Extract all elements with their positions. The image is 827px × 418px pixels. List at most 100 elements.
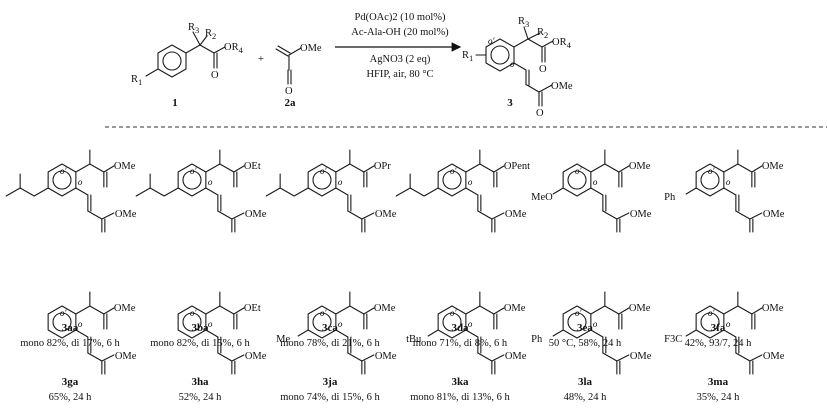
plus-sign: + (258, 54, 264, 65)
acrylate-ome-3ca: OMe (375, 209, 397, 220)
acrylate-ome-3aa: OMe (115, 209, 137, 220)
substituent-3ka: tBu (406, 334, 422, 345)
ester-group-3aa: OMe (114, 161, 136, 172)
acrylate-ome-3fa: OMe (763, 209, 785, 220)
ortho-prime-marker-3aa: o′ (60, 166, 68, 176)
ester-group-3ja: OMe (374, 303, 396, 314)
yield-text-3ca: mono 78%, di 21%, 6 h (280, 338, 380, 349)
compound-label-3ha: 3ha (191, 376, 209, 388)
compound-label-3da: 3da (451, 322, 469, 334)
yield-text-3la: 48%, 24 h (564, 392, 608, 403)
ortho-marker-3aa: o (78, 177, 83, 187)
acrylate-ome-3la: OMe (630, 351, 652, 362)
acrylate-ome-3da: OMe (505, 209, 527, 220)
svg-text:o: o (510, 59, 515, 69)
compound-label-2a: 2a (285, 97, 297, 109)
product-3: R1 o′ R3 R2 O OR4 o O OMe 3 (462, 16, 573, 119)
ester-group-3ca: OPr (374, 161, 391, 172)
compound-label-3: 3 (507, 97, 513, 109)
ester-group-3ha: OEt (244, 303, 261, 314)
acrylate-2a: O OMe 2a (275, 43, 322, 109)
compound-label-3ka: 3ka (451, 376, 469, 388)
ortho-prime-marker-3la: o′ (575, 308, 583, 318)
ortho-prime-marker-3da: o′ (450, 166, 458, 176)
compound-label-3ma: 3ma (708, 376, 729, 388)
ester-group-3ba: OEt (244, 161, 261, 172)
svg-text:R1: R1 (462, 50, 473, 63)
or4-label: OR4 (224, 42, 244, 55)
yield-text-3aa: mono 82%, di 17%, 6 h (20, 338, 120, 349)
ortho-marker-3ja: o (338, 319, 343, 329)
ortho-marker-3ca: o (338, 177, 343, 187)
ortho-marker-3ea: o (593, 177, 598, 187)
ortho-prime-marker-3fa: o′ (708, 166, 716, 176)
acrylate-ome-3ja: OMe (375, 351, 397, 362)
yield-text-3ha: 52%, 24 h (179, 392, 223, 403)
r3-label: R3 (188, 22, 199, 35)
substituent-3ea: MeO (531, 192, 553, 203)
compound-label-1: 1 (172, 97, 178, 109)
svg-text:OMe: OMe (551, 81, 573, 92)
ortho-marker-3ba: o (208, 177, 213, 187)
conditions-block: Pd(OAc)2 (10 mol%) Ac-Ala-OH (20 mol%) A… (335, 12, 462, 80)
ortho-prime-marker-3ma: o′ (708, 308, 716, 318)
ortho-prime-marker-3ga: o′ (60, 308, 68, 318)
svg-text:R2: R2 (537, 27, 548, 40)
svg-text:O: O (539, 64, 547, 75)
yield-text-3ma: 35%, 24 h (697, 392, 741, 403)
yield-text-3da: mono 71%, di 8%, 6 h (413, 338, 508, 349)
acrylate-o: O (285, 86, 293, 97)
ortho-prime-marker-3ha: o′ (190, 308, 198, 318)
ortho-marker-3ha: o (208, 319, 213, 329)
ortho-prime-marker-3ca: o′ (320, 166, 328, 176)
condition-catalyst: Pd(OAc)2 (10 mol%) (355, 12, 446, 23)
ortho-marker-3da: o (468, 177, 473, 187)
acrylate-ome: OMe (300, 43, 322, 54)
svg-text:o′: o′ (488, 36, 496, 46)
ortho-marker-3ma: o (726, 319, 731, 329)
compound-label-3ga: 3ga (62, 376, 79, 388)
svg-text:OR4: OR4 (552, 37, 572, 50)
ortho-marker-3la: o (593, 319, 598, 329)
ortho-prime-marker-3ba: o′ (190, 166, 198, 176)
condition-oxidant: AgNO3 (2 eq) (370, 54, 431, 65)
yield-text-3fa: 42%, 93/7, 24 h (685, 338, 753, 349)
compound-label-3ja: 3ja (323, 376, 338, 388)
condition-solvent: HFIP, air, 80 °C (366, 69, 433, 80)
yield-text-3ba: mono 82%, di 15%, 6 h (150, 338, 250, 349)
acrylate-ome-3ba: OMe (245, 209, 267, 220)
svg-text:R3: R3 (518, 16, 529, 29)
acrylate-ome-3ha: OMe (245, 351, 267, 362)
ester-group-3ka: OMe (504, 303, 526, 314)
yield-text-3ka: mono 81%, di 13%, 6 h (410, 392, 510, 403)
svg-text:O: O (536, 108, 544, 119)
ortho-marker-3fa: o (726, 177, 731, 187)
ester-group-3la: OMe (629, 303, 651, 314)
substituent-3la: Ph (531, 334, 543, 345)
r2-label: R2 (205, 28, 216, 41)
condition-ligand: Ac-Ala-OH (20 mol%) (351, 27, 449, 38)
ortho-prime-marker-3ka: o′ (450, 308, 458, 318)
ester-group-3ma: OMe (762, 303, 784, 314)
acrylate-ome-3ka: OMe (505, 351, 527, 362)
compound-label-3ba: 3ba (191, 322, 209, 334)
ester-group-3fa: OMe (762, 161, 784, 172)
r1-label: R1 (131, 74, 142, 87)
substrate-1: R1 R3 R2 O OR4 1 (131, 22, 244, 109)
ester-group-3da: OPent (504, 161, 530, 172)
substituent-3ja: Me (276, 334, 290, 345)
ester-group-3ea: OMe (629, 161, 651, 172)
acrylate-ome-3ga: OMe (115, 351, 137, 362)
